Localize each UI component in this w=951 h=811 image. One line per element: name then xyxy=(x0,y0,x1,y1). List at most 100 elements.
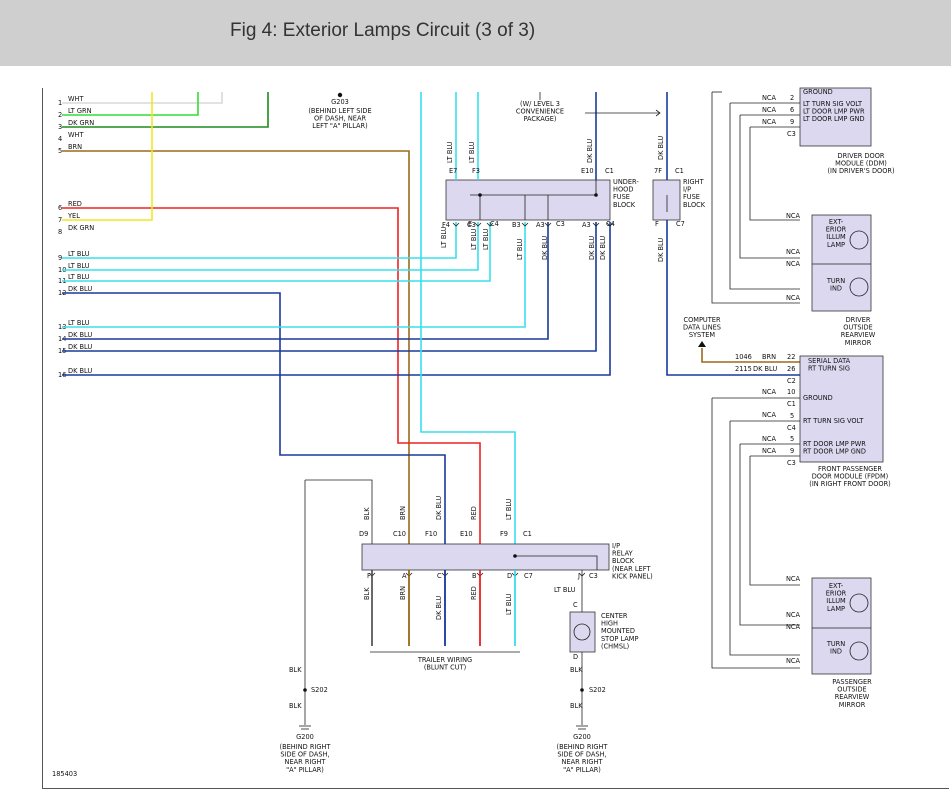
fpdm-terminal-label: SERIAL DATA xyxy=(808,357,851,365)
wire-dk-blu-14 xyxy=(62,222,549,340)
harness-wire-label: DK BLU xyxy=(68,367,92,375)
ground-wire-label: BLK xyxy=(570,702,583,710)
chmsl-name: STOP LAMP xyxy=(601,635,639,643)
underhood-top-wire-label: LT BLU xyxy=(446,141,454,163)
relay-top-wire-label: LT BLU xyxy=(505,498,513,520)
triangle-icon xyxy=(698,341,706,347)
computer-data-lines-label: COMPUTER xyxy=(683,316,720,324)
underhood-top-wire-label: LT BLU xyxy=(468,141,476,163)
line xyxy=(711,398,800,669)
splice-dot xyxy=(513,554,517,558)
pin-arrow xyxy=(474,222,482,227)
driver-mirror-nca: NCA xyxy=(786,260,801,268)
underhood-fuse-block-name: UNDER- xyxy=(613,178,639,186)
line xyxy=(729,103,800,290)
g203-ground-symbol xyxy=(337,92,343,98)
ddm-pin: 2 xyxy=(790,94,794,102)
ip-fuse-pin: C7 xyxy=(676,220,685,228)
fpdm-terminal-label: RT DOOR LMP PWR xyxy=(803,440,866,448)
relay-bottom-pin: C3 xyxy=(589,572,598,580)
ground-wire-label: BLK xyxy=(289,702,302,710)
passenger-mirror-nca: NCA xyxy=(786,657,801,665)
g200-location: SIDE OF DASH, xyxy=(557,751,606,759)
computer-data-lines-label: SYSTEM xyxy=(689,331,716,339)
harness-pin-number: 8 xyxy=(58,228,62,236)
fpdm-pin: 10 xyxy=(787,388,795,396)
fpdm-pin: C4 xyxy=(787,424,796,432)
driver-mirror-turn-label: IND xyxy=(830,285,842,293)
relay-bus xyxy=(515,555,598,570)
wire-brn xyxy=(62,150,410,646)
ddm-pin: 6 xyxy=(790,106,794,114)
arrowhead xyxy=(655,109,661,117)
harness-pin-number: 9 xyxy=(58,254,62,262)
driver-door-module xyxy=(799,87,872,147)
fpdm-terminal-label: RT TURN SIG VOLT xyxy=(803,417,864,425)
g203-location: (BEHIND LEFT SIDE xyxy=(308,107,371,115)
harness-pin-number: 3 xyxy=(58,123,62,131)
g203-label: G203 xyxy=(331,98,349,106)
wire-lt-blu-11 xyxy=(62,222,491,282)
page-title: Fig 4: Exterior Lamps Circuit (3 of 3) xyxy=(230,20,536,41)
relay-top-pin: F9 xyxy=(500,530,508,538)
exterior-lamp-bulb-icon xyxy=(849,230,869,250)
pin-arrow xyxy=(452,222,460,227)
fpdm-pin: C3 xyxy=(787,459,796,467)
right-ip-fuse-block-name: BLOCK xyxy=(683,201,706,209)
driver-mirror-turn-label: TURN xyxy=(826,277,845,285)
fpdm-wire-label: DK BLU xyxy=(753,365,777,373)
pin-arrow xyxy=(486,222,494,227)
underhood-fuse-block-name: HOOD xyxy=(613,186,633,194)
passenger-mirror-turn-label: IND xyxy=(830,648,842,656)
computer-data-lines-label: DATA LINES xyxy=(683,324,721,332)
fpdm-terminal-label: RT DOOR LMP GND xyxy=(803,448,866,456)
underhood-bottom-wire-label: DK BLU xyxy=(541,236,549,260)
passenger-mirror-nca: NCA xyxy=(786,575,801,583)
fpdm-pin: 5 xyxy=(790,435,794,443)
harness-wire-label: DK GRN xyxy=(68,224,94,232)
ip-fuse-wire-label: DK BLU xyxy=(657,136,665,160)
g200-location: (BEHIND RIGHT xyxy=(557,743,609,751)
harness-wire-label: WHT xyxy=(68,131,84,139)
relay-bottom-pin: J xyxy=(577,572,580,580)
harness-wire-label: LT BLU xyxy=(68,262,90,270)
ip-fuse-wire-label: DK BLU xyxy=(657,238,665,262)
underhood-bottom-pin: E xyxy=(468,220,472,228)
wire-dk-grn xyxy=(62,92,269,128)
ddm-caption: (IN DRIVER'S DOOR) xyxy=(827,167,894,175)
passenger-mirror-lamp-label: EXT- xyxy=(829,582,844,590)
wire-lt-grn xyxy=(62,92,199,116)
relay-top-pin: F10 xyxy=(425,530,437,538)
chmsl-name: MOUNTED xyxy=(601,627,635,635)
underhood-fuse-block-name: FUSE xyxy=(613,193,630,201)
harness-wire-label: DK BLU xyxy=(68,285,92,293)
underhood-bottom-pin: C4 xyxy=(606,220,615,228)
relay-top-wire-label: BLK xyxy=(363,507,371,520)
underhood-top-wire-label: DK BLU xyxy=(586,139,594,163)
ddm-pin: C3 xyxy=(787,130,796,138)
driver-mirror-caption: REARVIEW xyxy=(841,331,876,339)
driver-mirror-lamp-label: ILLUM xyxy=(826,233,846,241)
ip-relay-block xyxy=(361,543,610,571)
splice-dot xyxy=(303,688,307,692)
fpdm-circuit: 2115 xyxy=(735,365,752,373)
chmsl-name: (CHMSL) xyxy=(601,642,629,650)
underhood-bottom-pin: C4 xyxy=(490,220,499,228)
g200-label: G200 xyxy=(573,733,591,741)
wire-yel xyxy=(62,92,153,221)
fpdm-pin: C2 xyxy=(787,377,796,385)
underhood-bottom-wire-label: LT BLU xyxy=(440,226,448,248)
line xyxy=(739,115,800,259)
g200-location: "A" PILLAR) xyxy=(286,766,324,774)
fpdm-caption: (IN RIGHT FRONT DOOR) xyxy=(809,480,891,488)
passenger-mirror-turn-label: TURN xyxy=(826,640,845,648)
fpdm-nca: NCA xyxy=(762,388,777,396)
wire-dk-blu-12 xyxy=(62,292,446,646)
relay-top-pin: C10 xyxy=(393,530,406,538)
ddm-caption: MODULE (DDM) xyxy=(835,160,887,168)
wire-dk-blu-fpdm xyxy=(666,220,800,376)
relay-top-wire-label: DK BLU xyxy=(435,496,443,520)
relay-bottom-wire-label: BLK xyxy=(363,587,371,600)
relay-bottom-pin: F xyxy=(367,572,371,580)
relay-bottom-wire-label: BRN xyxy=(399,586,407,600)
